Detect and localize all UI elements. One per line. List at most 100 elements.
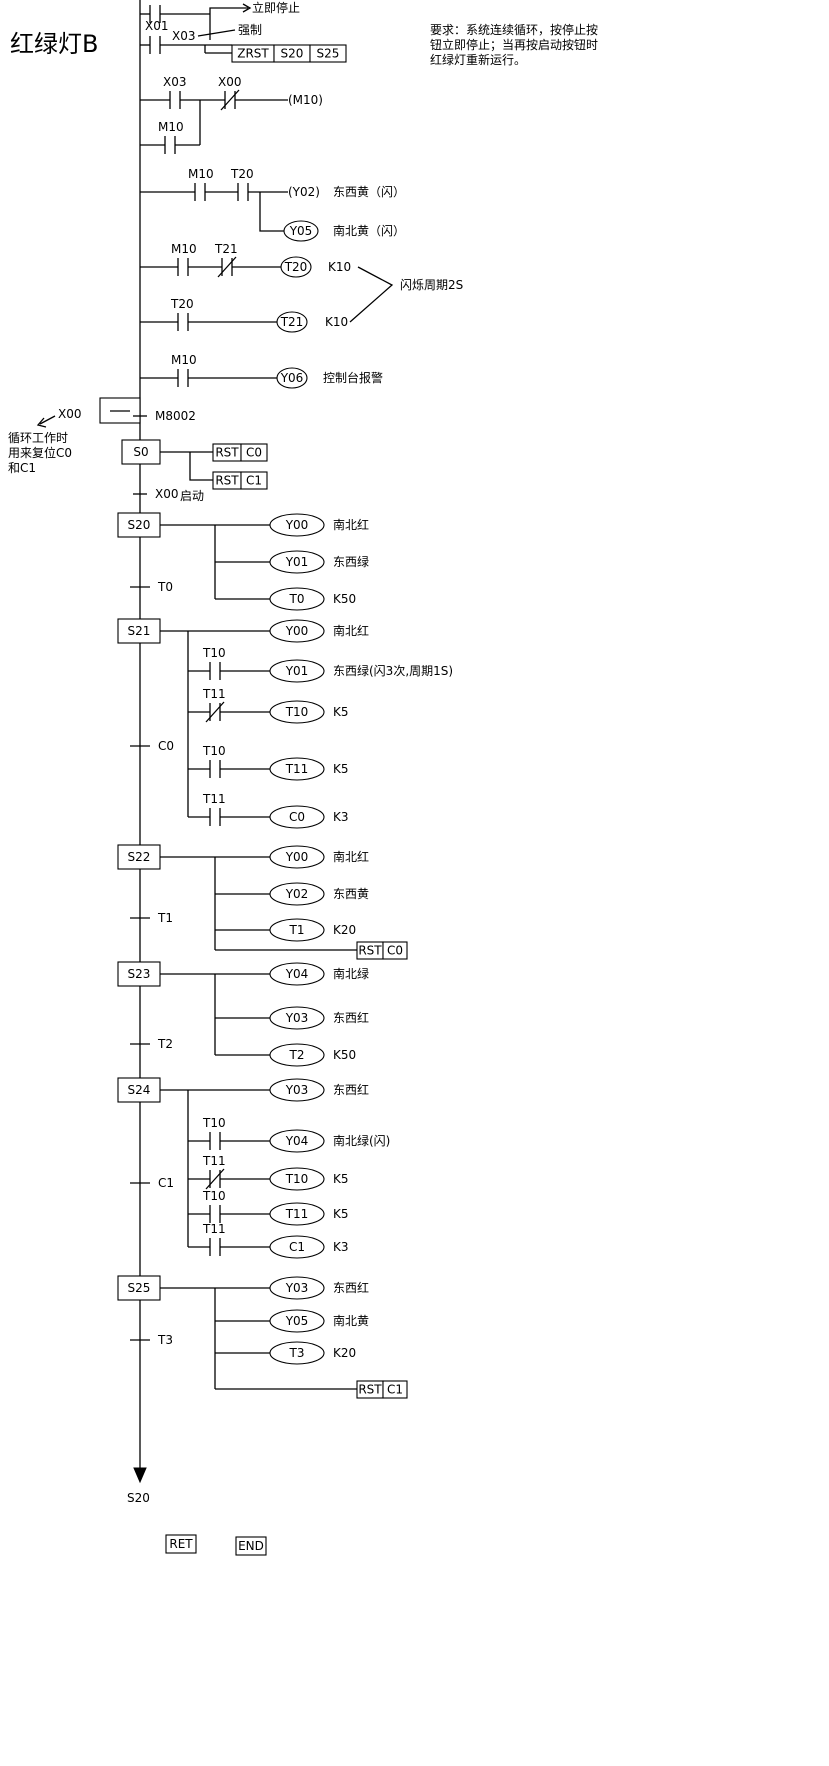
coil-y05 xyxy=(283,220,319,242)
step-s21-out-1-note: 东西绿(闪3次,周期1S) xyxy=(333,663,453,678)
note-flash: 闪烁周期2S xyxy=(400,278,463,292)
step-s23-label: S23 xyxy=(128,967,151,981)
step-s22-out-3-rst-cell-1-label: C0 xyxy=(387,944,403,958)
step-s23-out-1-coil xyxy=(269,1006,325,1030)
step-s22-out-2-coil xyxy=(269,918,325,942)
step-s21-label: S21 xyxy=(128,624,151,638)
step-s25-out-2-coil xyxy=(269,1341,325,1365)
step-s21-out-2-contact-label: T11 xyxy=(202,687,226,701)
step-s22-trans-label: T1 xyxy=(157,911,173,925)
step-s24-out-3-coil xyxy=(269,1202,325,1226)
contact-m10-r5-label: M10 xyxy=(171,242,197,256)
instr-zrst-cell-2-label: S25 xyxy=(317,47,340,61)
step-s23-out-2-k: K50 xyxy=(333,1048,356,1062)
step-s24-out-1-note: 南北绿(闪) xyxy=(333,1133,390,1148)
end-box-label: END xyxy=(238,1539,264,1553)
coil-m10: (M10) xyxy=(288,93,323,107)
step-s21-out-4-coil xyxy=(269,805,325,829)
jump-arrow xyxy=(133,1467,147,1484)
note-stop: 立即停止 xyxy=(252,0,300,15)
step-s23-out-0-note: 南北绿 xyxy=(333,966,369,981)
step-s25-label: S25 xyxy=(128,1281,151,1295)
step-s21-out-2-contact-nc-slash xyxy=(205,701,225,723)
step-s20-out-1-note: 东西绿 xyxy=(333,554,369,569)
step-s22-out-3-rst-cell-0-label: RST xyxy=(358,944,382,958)
step-s24-out-4-coil-label: C1 xyxy=(289,1240,305,1254)
init-arrow xyxy=(39,415,56,425)
init-m8002-label: M8002 xyxy=(155,409,196,423)
coil-t20-label: T20 xyxy=(284,260,308,274)
step-s22-out-2-coil-label: T1 xyxy=(289,923,305,937)
step-s23-out-1-coil-label: Y03 xyxy=(285,1011,309,1025)
step-s20-out-1-coil xyxy=(269,550,325,574)
step-s24-out-4-k: K3 xyxy=(333,1240,349,1254)
step-s24-out-1-contact-label: T10 xyxy=(202,1116,226,1130)
note-y02: 东西黄（闪） xyxy=(333,185,405,199)
step-s21-out-4-coil-label: C0 xyxy=(289,810,305,824)
step-s25-out-1-coil-label: Y05 xyxy=(285,1314,309,1328)
step-s22-out-0-note: 南北红 xyxy=(333,849,369,864)
step-s25-out-2-k: K20 xyxy=(333,1346,356,1360)
step-s24-out-3-coil-label: T11 xyxy=(285,1207,309,1221)
step-s22 xyxy=(117,844,161,870)
step-s21-out-0-note: 南北红 xyxy=(333,623,369,638)
arrow-line-force xyxy=(197,29,236,37)
note-y06: 控制台报警 xyxy=(323,370,383,385)
step-s25-out-2-coil-label: T3 xyxy=(289,1346,305,1360)
contact-m10-r7-label: M10 xyxy=(171,353,197,367)
instr-rst-c0-cell-1-label: C0 xyxy=(246,446,262,460)
step-s20-out-0-note: 南北红 xyxy=(333,517,369,532)
ret-box xyxy=(165,1534,197,1554)
step-s20-out-0-coil xyxy=(269,513,325,537)
step-s24-out-0-coil-label: Y03 xyxy=(285,1083,309,1097)
step-s25-out-1-note: 南北黄 xyxy=(333,1313,369,1328)
step-s20 xyxy=(117,512,161,538)
requirement-line: 要求：系统连续循环，按停止按 xyxy=(430,22,598,37)
arrow-head-stop xyxy=(242,3,252,13)
step-s22-label: S22 xyxy=(128,850,151,864)
step-s21-out-2-coil xyxy=(269,700,325,724)
instr-rst-c0-cell-0-label: RST xyxy=(215,446,239,460)
step-s24-trans-label: C1 xyxy=(158,1176,174,1190)
step-s24-out-0-note: 东西红 xyxy=(333,1082,369,1097)
wire-r4-d xyxy=(259,192,285,232)
step-s22-out-1-note: 东西黄 xyxy=(333,887,369,901)
contact-m10-latch-label: M10 xyxy=(158,120,184,134)
step-s21-out-3-coil xyxy=(269,757,325,781)
instr-rst-c0-cell-1 xyxy=(240,443,268,462)
step-s22-out-1-coil xyxy=(269,882,325,906)
contact-x03-b-label: X03 xyxy=(163,75,187,89)
coil-t20 xyxy=(280,256,312,278)
jump-target-label: S20 xyxy=(127,1491,150,1505)
contact-t20-r6-label: T20 xyxy=(170,297,194,311)
wire-s0-b xyxy=(189,452,213,481)
k-t20: K10 xyxy=(328,260,351,274)
instr-rst-c1-cell-1 xyxy=(240,471,268,490)
step-s25-out-0-coil xyxy=(269,1276,325,1300)
step-s0 xyxy=(121,439,161,465)
coil-t21 xyxy=(276,311,308,333)
contact-x01-label: X01 xyxy=(145,19,169,33)
step-s0-label: S0 xyxy=(133,445,148,459)
step-s20-label: S20 xyxy=(128,518,151,532)
step-s22-out-3-rst-cell-1 xyxy=(382,941,408,960)
step-s21-out-3-contact-label: T10 xyxy=(202,744,226,758)
step-s21-out-4-k: K3 xyxy=(333,810,349,824)
step-s25-out-3-rst-cell-1 xyxy=(382,1380,408,1399)
init-side-note: 和C1 xyxy=(8,461,36,475)
contact-t21-nc-nc-slash xyxy=(217,256,237,278)
step-s25-trans-label: T3 xyxy=(157,1333,173,1347)
coil-y06-label: Y06 xyxy=(280,371,304,385)
step-s22-out-0-coil xyxy=(269,845,325,869)
step-s20-trans-label: T0 xyxy=(157,580,173,594)
note-force: 强制 xyxy=(238,23,262,37)
step-s25-out-0-note: 东西红 xyxy=(333,1280,369,1295)
step-s24 xyxy=(117,1077,161,1103)
contact-x00-nc-nc-slash xyxy=(220,89,240,111)
instr-zrst-cell-2 xyxy=(309,44,347,63)
step-s20-out-1-coil-label: Y01 xyxy=(285,555,309,569)
step-s25-out-3-rst-cell-1-label: C1 xyxy=(387,1383,403,1397)
step-s21-out-0-coil xyxy=(269,619,325,643)
coil-t21-label: T21 xyxy=(280,315,304,329)
